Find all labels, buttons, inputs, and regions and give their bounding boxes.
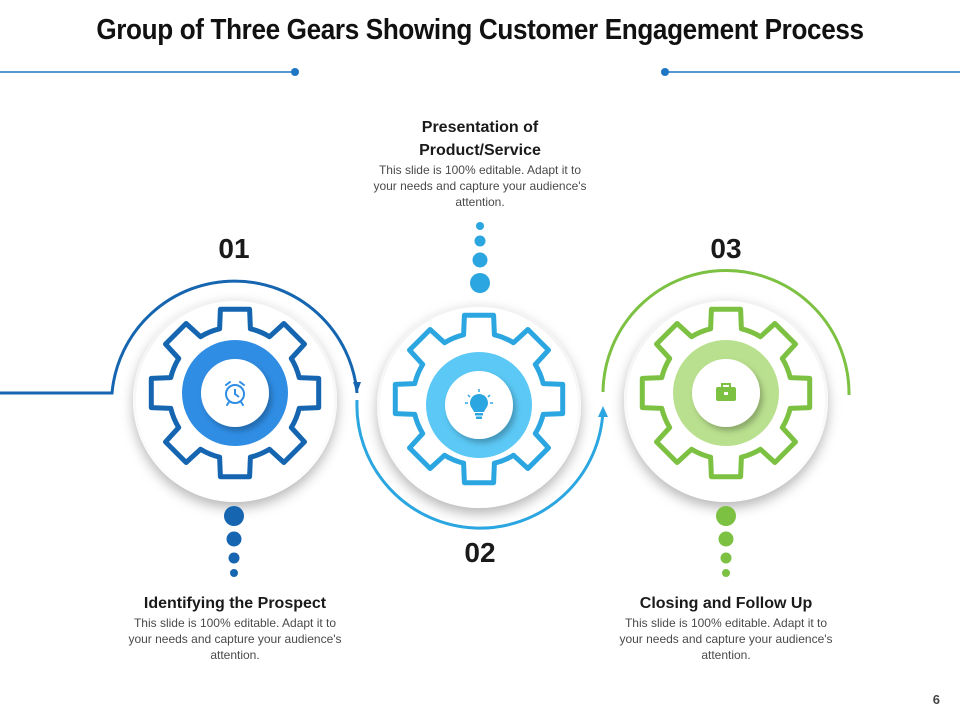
step-1-number: 01 bbox=[218, 233, 250, 264]
middle-connector-arc bbox=[355, 399, 605, 530]
step-2-heading: Presentation of Product/Service bbox=[419, 119, 541, 159]
step-1-heading: Identifying the Prospect bbox=[143, 595, 327, 612]
right-connector-arc bbox=[601, 269, 851, 396]
step-2-body: This slide is 100% editable. Adapt it to… bbox=[373, 163, 587, 209]
dots-step-1 bbox=[224, 506, 244, 577]
step-1-text: Identifying the Prospect This slide is 1… bbox=[115, 592, 355, 663]
arrow-head-1 bbox=[353, 382, 361, 393]
arrow-head-2 bbox=[598, 406, 608, 417]
header-divider-left bbox=[0, 68, 299, 76]
slide-title: Group of Three Gears Showing Customer En… bbox=[96, 14, 864, 46]
step-3-heading: Closing and Follow Up bbox=[639, 595, 813, 612]
gear-3 bbox=[624, 298, 828, 502]
step-2-text: Presentation of Product/Service This sli… bbox=[360, 116, 600, 210]
alarm-clock-icon bbox=[225, 381, 245, 406]
step-3-body: This slide is 100% editable. Adapt it to… bbox=[619, 616, 833, 662]
header-divider-right bbox=[661, 68, 960, 76]
step-2-number: 02 bbox=[464, 537, 496, 568]
step-3-text: Closing and Follow Up This slide is 100%… bbox=[606, 592, 846, 663]
gear-1 bbox=[133, 298, 337, 502]
briefcase-icon bbox=[716, 383, 736, 401]
lightbulb-icon bbox=[465, 389, 493, 419]
dots-step-3 bbox=[716, 506, 736, 577]
gear-2 bbox=[377, 304, 581, 508]
left-connector-line bbox=[0, 279, 359, 395]
dots-step-2 bbox=[470, 222, 490, 293]
step-3-number: 03 bbox=[710, 233, 742, 264]
step-1-body: This slide is 100% editable. Adapt it to… bbox=[128, 616, 342, 662]
page-number: 6 bbox=[932, 692, 940, 707]
